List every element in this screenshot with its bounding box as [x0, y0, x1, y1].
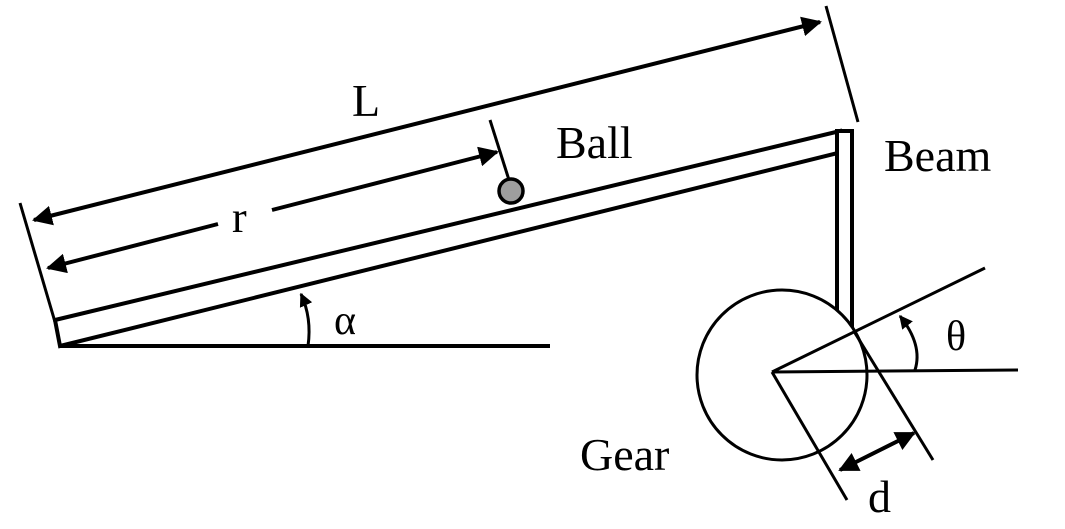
ball-tick [488, 119, 511, 181]
length-extension-right [824, 5, 860, 123]
gear-crank-line [771, 266, 986, 374]
ball [497, 177, 525, 205]
length-label: L [352, 75, 381, 126]
gear-angle-label: θ [946, 314, 967, 360]
offset-extension-right [853, 332, 935, 461]
position-dimension-arrow-right [271, 146, 499, 212]
offset-extension-left [770, 371, 849, 501]
gear [695, 288, 869, 462]
beam-link-rod [835, 129, 854, 330]
beam-label: Beam [884, 130, 992, 181]
beam-angle-arc [299, 292, 313, 347]
gear-reference-line [771, 368, 1019, 374]
length-dimension-arrow [32, 16, 822, 226]
offset-label: d [868, 471, 891, 522]
length-extension-left [18, 202, 57, 323]
position-dimension-arrow-left [46, 222, 219, 274]
beam-angle-label: α [334, 298, 357, 344]
offset-dimension-arrow [838, 431, 916, 472]
gear-angle-arc [898, 314, 919, 371]
ball-label: Ball [556, 117, 633, 168]
position-label: r [232, 193, 247, 242]
gear-label: Gear [580, 429, 670, 480]
